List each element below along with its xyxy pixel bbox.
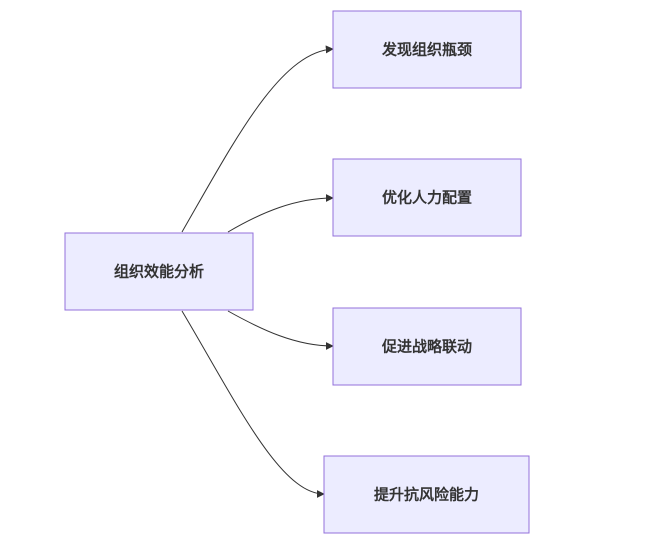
child-node-risk-resilience[interactable]: 提升抗风险能力 [323,455,530,534]
child-node-label: 提升抗风险能力 [374,486,479,504]
edge-root-to-child-1 [181,45,334,233]
child-node-staffing[interactable]: 优化人力配置 [332,158,522,237]
edge-root-to-child-3 [227,310,334,350]
child-node-label: 促进战略联动 [381,338,472,356]
child-node-bottleneck[interactable]: 发现组织瓶颈 [332,10,522,89]
root-node[interactable]: 组织效能分析 [64,232,254,311]
child-node-label: 优化人力配置 [382,189,472,207]
edge-root-to-child-4 [181,310,325,498]
edge-root-to-child-2 [227,194,334,233]
child-node-strategy[interactable]: 促进战略联动 [332,307,522,386]
root-node-label: 组织效能分析 [114,263,204,281]
child-node-label: 发现组织瓶颈 [381,41,472,59]
